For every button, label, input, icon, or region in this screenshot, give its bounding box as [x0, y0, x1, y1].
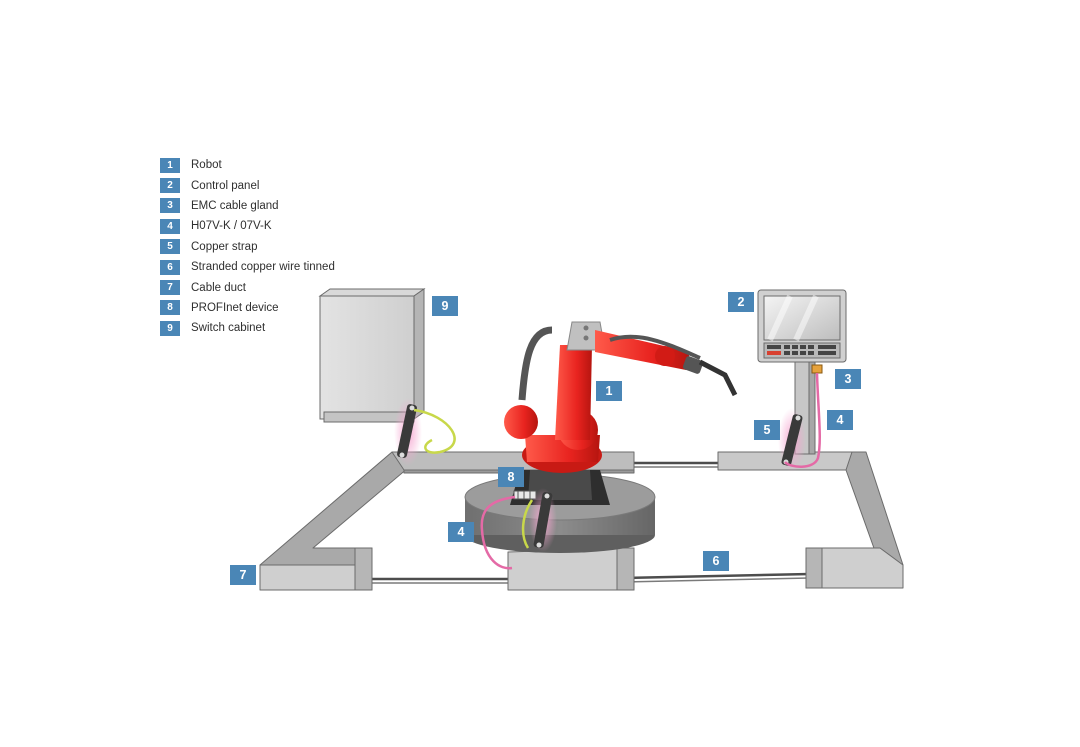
cabinet-ground-wire [413, 408, 456, 454]
legend-item-copper-strap: 5 Copper strap [160, 237, 335, 257]
legend-number: 9 [160, 320, 180, 336]
legend-label: H07V-K / 07V-K [191, 220, 272, 233]
cabinet-copper-strap [394, 398, 422, 466]
robot-base [464, 470, 656, 553]
panel-pink-cable [784, 372, 821, 468]
callout-copper-strap: 5 [754, 420, 780, 440]
legend-item-profinet-device: 8 PROFInet device [160, 298, 335, 318]
robot-yellow-wire [521, 499, 534, 549]
legend-label: Cable duct [191, 281, 246, 294]
legend: 1 Robot 2 Control panel 3 EMC cable gland 4… [160, 155, 335, 339]
stranded-copper-wire [355, 461, 811, 584]
callout-switch-cabinet: 9 [432, 296, 458, 316]
legend-label: Copper strap [191, 240, 258, 253]
legend-number: 2 [160, 178, 180, 194]
callout-robot: 1 [596, 381, 622, 401]
callout-h07vk-left: 4 [448, 522, 474, 542]
legend-label: EMC cable gland [191, 199, 279, 212]
legend-item-switch-cabinet: 9 Switch cabinet [160, 318, 335, 338]
cable-duct [259, 451, 904, 591]
panel-copper-strap [778, 408, 806, 472]
callout-cable-duct: 7 [230, 565, 256, 585]
legend-label: PROFInet device [191, 301, 279, 314]
legend-number: 7 [160, 280, 180, 296]
profinet-device [513, 490, 537, 500]
callout-h07vk-right: 4 [827, 410, 853, 430]
legend-number: 6 [160, 259, 180, 275]
legend-item-stranded-copper-wire: 6 Stranded copper wire tinned [160, 257, 335, 277]
legend-item-cable-duct: 7 Cable duct [160, 277, 335, 297]
legend-number: 8 [160, 300, 180, 316]
callout-profinet-device: 8 [498, 467, 524, 487]
callout-stranded-wire: 6 [703, 551, 729, 571]
legend-item-h07vk: 4 H07V-K / 07V-K [160, 216, 335, 236]
legend-label: Stranded copper wire tinned [191, 261, 335, 274]
legend-item-robot: 1 Robot [160, 155, 335, 175]
legend-item-control-panel: 2 Control panel [160, 175, 335, 195]
legend-number: 3 [160, 198, 180, 214]
robot-copper-strap [529, 488, 557, 552]
legend-number: 4 [160, 218, 180, 234]
control-panel [757, 289, 847, 455]
legend-number: 1 [160, 157, 180, 173]
legend-item-emc-cable-gland: 3 EMC cable gland [160, 196, 335, 216]
robot [504, 321, 738, 473]
emc-cable-gland [811, 364, 823, 374]
robot-pink-cable [480, 495, 516, 570]
legend-number: 5 [160, 239, 180, 255]
legend-label: Control panel [191, 179, 260, 192]
legend-label: Switch cabinet [191, 322, 266, 335]
callout-control-panel: 2 [728, 292, 754, 312]
callout-emc-cable-gland: 3 [835, 369, 861, 389]
legend-label: Robot [191, 159, 222, 172]
